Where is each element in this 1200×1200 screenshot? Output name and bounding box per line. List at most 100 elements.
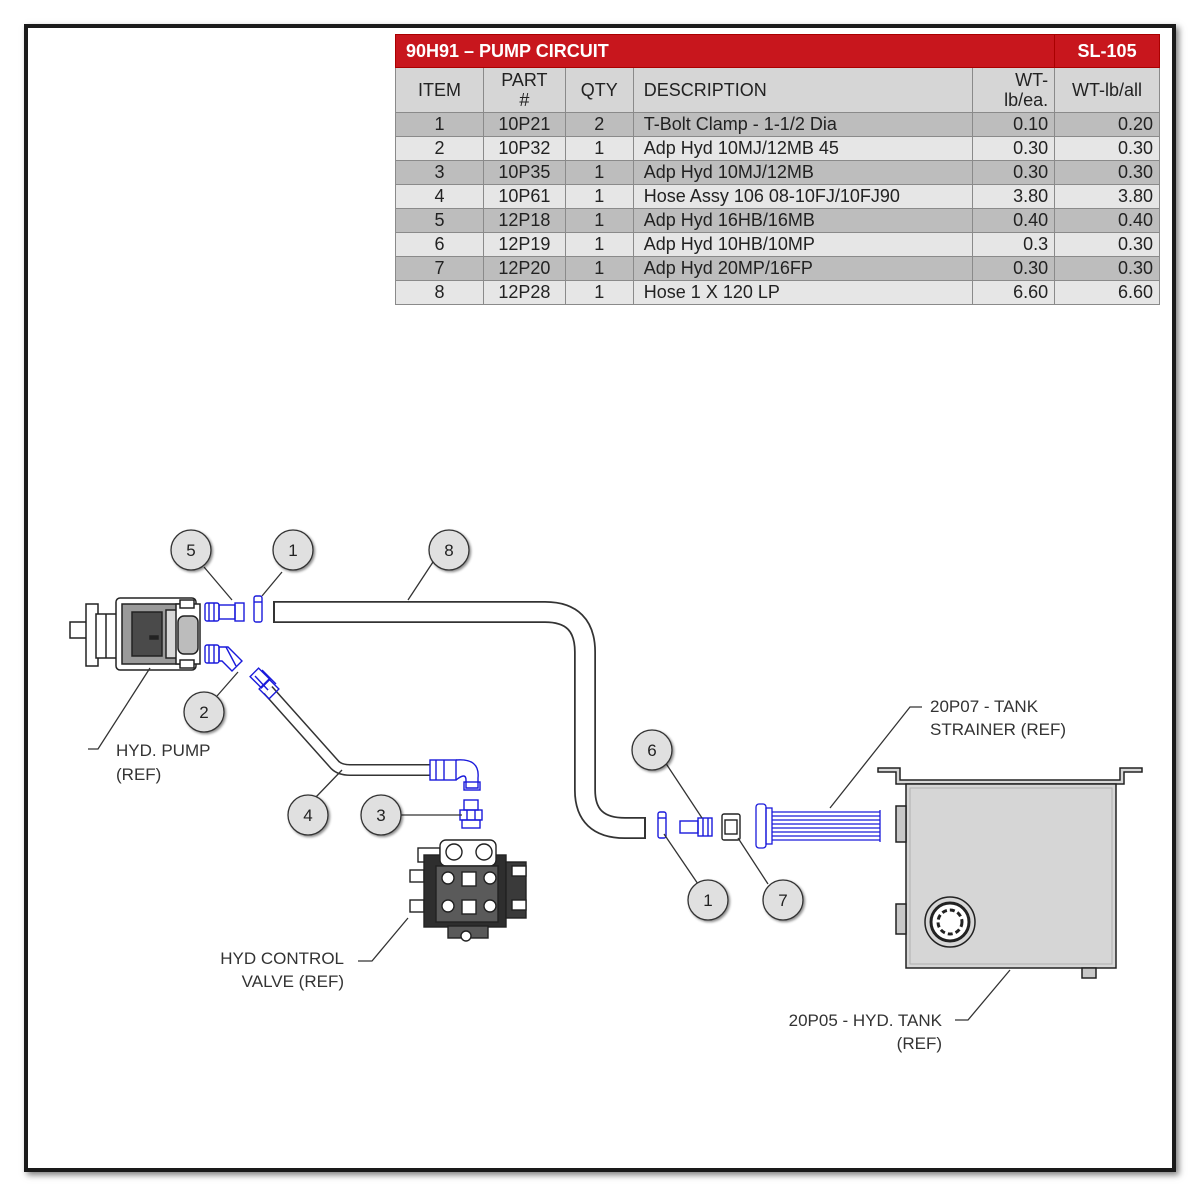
- table-row: 5 12P18 1 Adp Hyd 16HB/16MB 0.40 0.40: [395, 208, 1160, 233]
- label-hyd-control-valve: HYD CONTROL VALVE (REF): [220, 949, 344, 991]
- hose-8: [273, 601, 646, 839]
- cell-item: 3: [395, 160, 484, 185]
- cell-part: 12P19: [482, 232, 566, 257]
- cell-wt-each: 0.30: [972, 160, 1056, 185]
- adapter-5: [204, 602, 245, 622]
- adapter-6: [679, 817, 713, 837]
- cell-part: 10P35: [482, 160, 566, 185]
- callout-number: 7: [778, 891, 787, 910]
- cell-description: Adp Hyd 10MJ/12MB 45: [632, 136, 974, 161]
- table-row: 6 12P19 1 Adp Hyd 10HB/10MP 0.3 0.30: [395, 232, 1160, 257]
- header-qty: QTY: [564, 67, 634, 113]
- cell-part: 10P61: [482, 184, 566, 209]
- cell-description: T-Bolt Clamp - 1-1/2 Dia: [632, 112, 974, 137]
- callout-balloon-2: 2: [183, 691, 225, 733]
- cell-wt-all: 0.20: [1054, 112, 1160, 137]
- cell-wt-each: 0.10: [972, 112, 1056, 137]
- hose-4: [263, 686, 430, 776]
- cell-wt-each: 6.60: [972, 280, 1056, 305]
- table-row: 1 10P21 2 T-Bolt Clamp - 1-1/2 Dia 0.10 …: [395, 112, 1160, 137]
- cell-wt-all: 0.40: [1054, 208, 1160, 233]
- callout-number: 1: [703, 891, 712, 910]
- adapter-7: [721, 813, 741, 841]
- label-hyd-pump: HYD. PUMP (REF): [116, 741, 210, 784]
- table-row: 7 12P20 1 Adp Hyd 20MP/16FP 0.30 0.30: [395, 256, 1160, 281]
- hydraulic-pump: [69, 597, 201, 671]
- cell-wt-all: 3.80: [1054, 184, 1160, 209]
- hose-4-pump-end-fitting: [249, 667, 280, 700]
- label-line: HYD CONTROL: [220, 949, 344, 968]
- cell-item: 7: [395, 256, 484, 281]
- table-header-row: ITEM PART # QTY DESCRIPTION WT- lb/ea. W…: [395, 67, 1160, 113]
- cell-part: 10P21: [482, 112, 566, 137]
- hydraulic-control-valve: [409, 839, 527, 942]
- cell-part: 10P32: [482, 136, 566, 161]
- label-line: VALVE (REF): [242, 972, 344, 991]
- cell-item: 1: [395, 112, 484, 137]
- label-line: (REF): [116, 765, 161, 784]
- cell-description: Adp Hyd 10MJ/12MB: [632, 160, 974, 185]
- adapter-2: [204, 644, 243, 672]
- header-part: PART #: [482, 67, 566, 113]
- callout-number: 3: [376, 806, 385, 825]
- header-wt-all: WT-lb/all: [1054, 67, 1160, 113]
- cell-wt-all: 0.30: [1054, 136, 1160, 161]
- callout-balloon-7: 7: [762, 879, 804, 921]
- callout-balloon-1-top: 1: [272, 529, 314, 571]
- cell-description: Adp Hyd 10HB/10MP: [632, 232, 974, 257]
- callout-number: 2: [199, 703, 208, 722]
- table-row: 2 10P32 1 Adp Hyd 10MJ/12MB 45 0.30 0.30: [395, 136, 1160, 161]
- header-wt-each-line1: WT-: [1015, 70, 1049, 90]
- cell-part: 12P28: [482, 280, 566, 305]
- cell-qty: 1: [564, 256, 634, 281]
- callout-number: 4: [303, 806, 312, 825]
- header-part-line1: PART: [501, 70, 548, 90]
- clamp-1-tank-side: [657, 811, 667, 839]
- cell-qty: 1: [564, 136, 634, 161]
- cell-description: Adp Hyd 20MP/16FP: [632, 256, 974, 281]
- adapter-3: [459, 799, 483, 829]
- callout-balloon-6: 6: [631, 729, 673, 771]
- label-line: STRAINER (REF): [930, 720, 1066, 739]
- cell-wt-all: 0.30: [1054, 232, 1160, 257]
- label-tank-strainer: 20P07 - TANK STRAINER (REF): [930, 697, 1066, 739]
- cell-wt-each: 0.3: [972, 232, 1056, 257]
- hose-4-valve-end-fitting: [429, 759, 481, 791]
- label-line: (REF): [897, 1034, 942, 1053]
- cell-item: 4: [395, 184, 484, 209]
- cell-item: 2: [395, 136, 484, 161]
- label-line: 20P07 - TANK: [930, 697, 1039, 716]
- sheet-number: SL-105: [1054, 34, 1160, 68]
- clamp-1-pump-side: [253, 595, 263, 623]
- cell-qty: 1: [564, 232, 634, 257]
- tank-strainer: [755, 803, 881, 849]
- callout-number: 8: [444, 541, 453, 560]
- callout-number: 1: [288, 541, 297, 560]
- cell-qty: 1: [564, 280, 634, 305]
- table-row: 3 10P35 1 Adp Hyd 10MJ/12MB 0.30 0.30: [395, 160, 1160, 185]
- callout-number: 6: [647, 741, 656, 760]
- cell-qty: 1: [564, 160, 634, 185]
- label-line: 20P05 - HYD. TANK: [789, 1011, 943, 1030]
- cell-wt-all: 0.30: [1054, 256, 1160, 281]
- table-title-row: 90H91 – PUMP CIRCUIT SL-105: [394, 34, 1160, 68]
- callout-number: 5: [186, 541, 195, 560]
- header-description: DESCRIPTION: [632, 67, 974, 113]
- table-title: 90H91 – PUMP CIRCUIT: [394, 34, 1056, 68]
- callout-balloon-3: 3: [360, 794, 402, 836]
- cell-wt-each: 3.80: [972, 184, 1056, 209]
- cell-part: 12P20: [482, 256, 566, 281]
- header-wt-each: WT- lb/ea.: [972, 67, 1056, 113]
- callout-balloon-4: 4: [287, 794, 329, 836]
- label-hyd-tank: 20P05 - HYD. TANK (REF): [789, 1011, 943, 1053]
- table-row: 4 10P61 1 Hose Assy 106 08-10FJ/10FJ90 3…: [395, 184, 1160, 209]
- cell-qty: 2: [564, 112, 634, 137]
- cell-description: Hose 1 X 120 LP: [632, 280, 974, 305]
- label-line: HYD. PUMP: [116, 741, 210, 760]
- header-item: ITEM: [395, 67, 484, 113]
- leader-lines: [88, 561, 1011, 1021]
- cell-wt-each: 0.30: [972, 256, 1056, 281]
- callout-balloon-8: 8: [428, 529, 470, 571]
- callout-balloon-1-bottom: 1: [687, 879, 729, 921]
